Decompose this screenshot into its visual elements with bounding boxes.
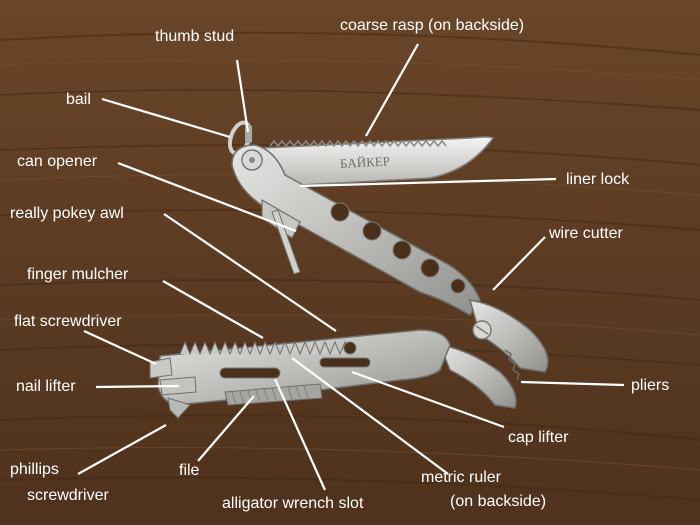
label-metric-ruler-line1: metric ruler — [421, 469, 502, 486]
phillips-tip — [167, 397, 191, 419]
callout-labels: thumb stud coarse rasp (on backside) bai… — [10, 17, 669, 512]
label-coarse-rasp: coarse rasp (on backside) — [340, 17, 524, 34]
label-file: file — [179, 462, 200, 479]
label-thumb-stud: thumb stud — [155, 28, 234, 45]
pliers-upper-jaw — [468, 299, 549, 373]
label-alligator-wrench-slot: alligator wrench slot — [222, 495, 364, 512]
label-pliers: pliers — [631, 377, 669, 394]
label-wire-cutter: wire cutter — [548, 225, 623, 242]
blade-brand-text: БАЙКЕР — [340, 153, 391, 171]
label-flat-screwdriver: flat screwdriver — [14, 313, 122, 330]
label-liner-lock: liner lock — [566, 171, 630, 188]
lower-slot-2 — [319, 357, 371, 368]
awl-part — [271, 209, 301, 275]
file-area — [224, 383, 323, 406]
label-metric-ruler-line2: (on backside) — [450, 493, 546, 510]
label-phillips-line2: screwdriver — [27, 487, 109, 504]
pliers-teeth — [504, 349, 520, 381]
label-really-pokey-awl: really pokey awl — [10, 205, 124, 222]
handle-holes — [330, 202, 466, 294]
label-bail: bail — [66, 91, 91, 108]
label-finger-mulcher: finger mulcher — [27, 266, 129, 283]
pliers-lower-jaw — [438, 344, 517, 409]
label-nail-lifter: nail lifter — [16, 378, 76, 395]
lower-slot-1 — [219, 367, 281, 379]
thumb-stud-part — [245, 125, 252, 143]
knife-blade — [261, 136, 495, 186]
leader-lines — [77, 43, 625, 491]
label-phillips-line1: phillips — [10, 461, 59, 478]
label-can-opener: can opener — [17, 153, 98, 170]
flat-screwdriver-tip — [149, 357, 173, 379]
finger-mulcher-teeth — [179, 340, 351, 356]
label-cap-lifter: cap lifter — [508, 429, 569, 446]
rasp-teeth — [269, 139, 447, 148]
